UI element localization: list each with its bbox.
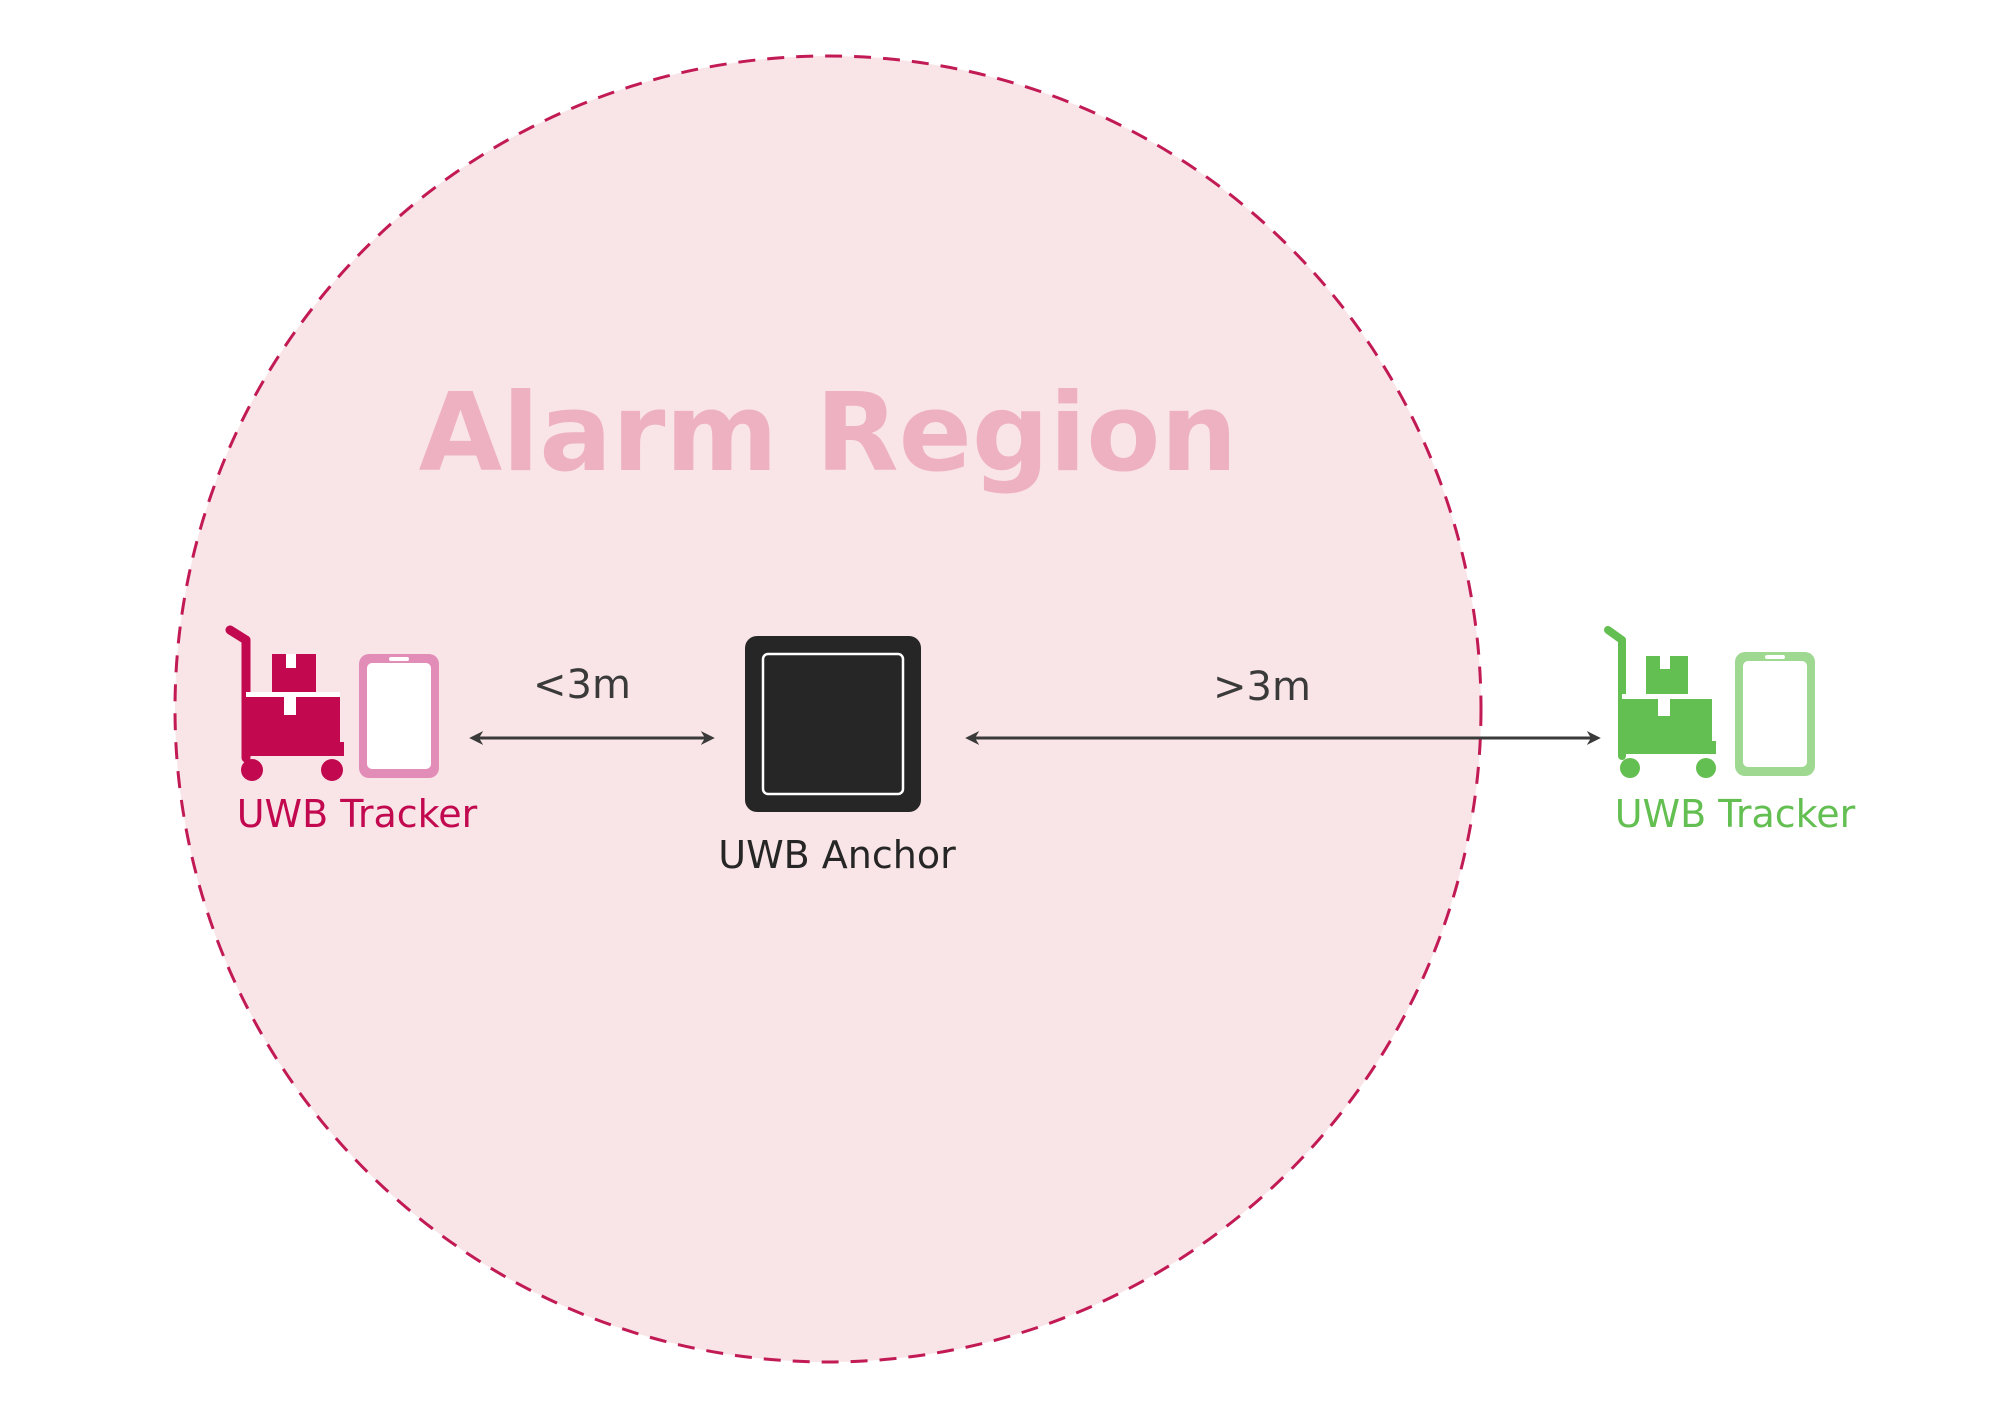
cart-box-details bbox=[246, 654, 340, 715]
cart-box-details bbox=[1622, 656, 1712, 716]
alarm-region-title: Alarm Region bbox=[419, 371, 1238, 496]
distance-inside-label: <3m bbox=[533, 662, 631, 708]
anchor-label: UWB Anchor bbox=[718, 833, 956, 877]
cart-icon bbox=[225, 625, 344, 781]
distance-outside-label: >3m bbox=[1213, 664, 1311, 710]
anchor-device-icon bbox=[745, 636, 921, 812]
tracker-inside-label: UWB Tracker bbox=[237, 792, 478, 836]
tracker-outside-label: UWB Tracker bbox=[1615, 792, 1856, 836]
badge-tag-icon bbox=[359, 654, 439, 778]
badge-tag-icon bbox=[1735, 652, 1815, 776]
